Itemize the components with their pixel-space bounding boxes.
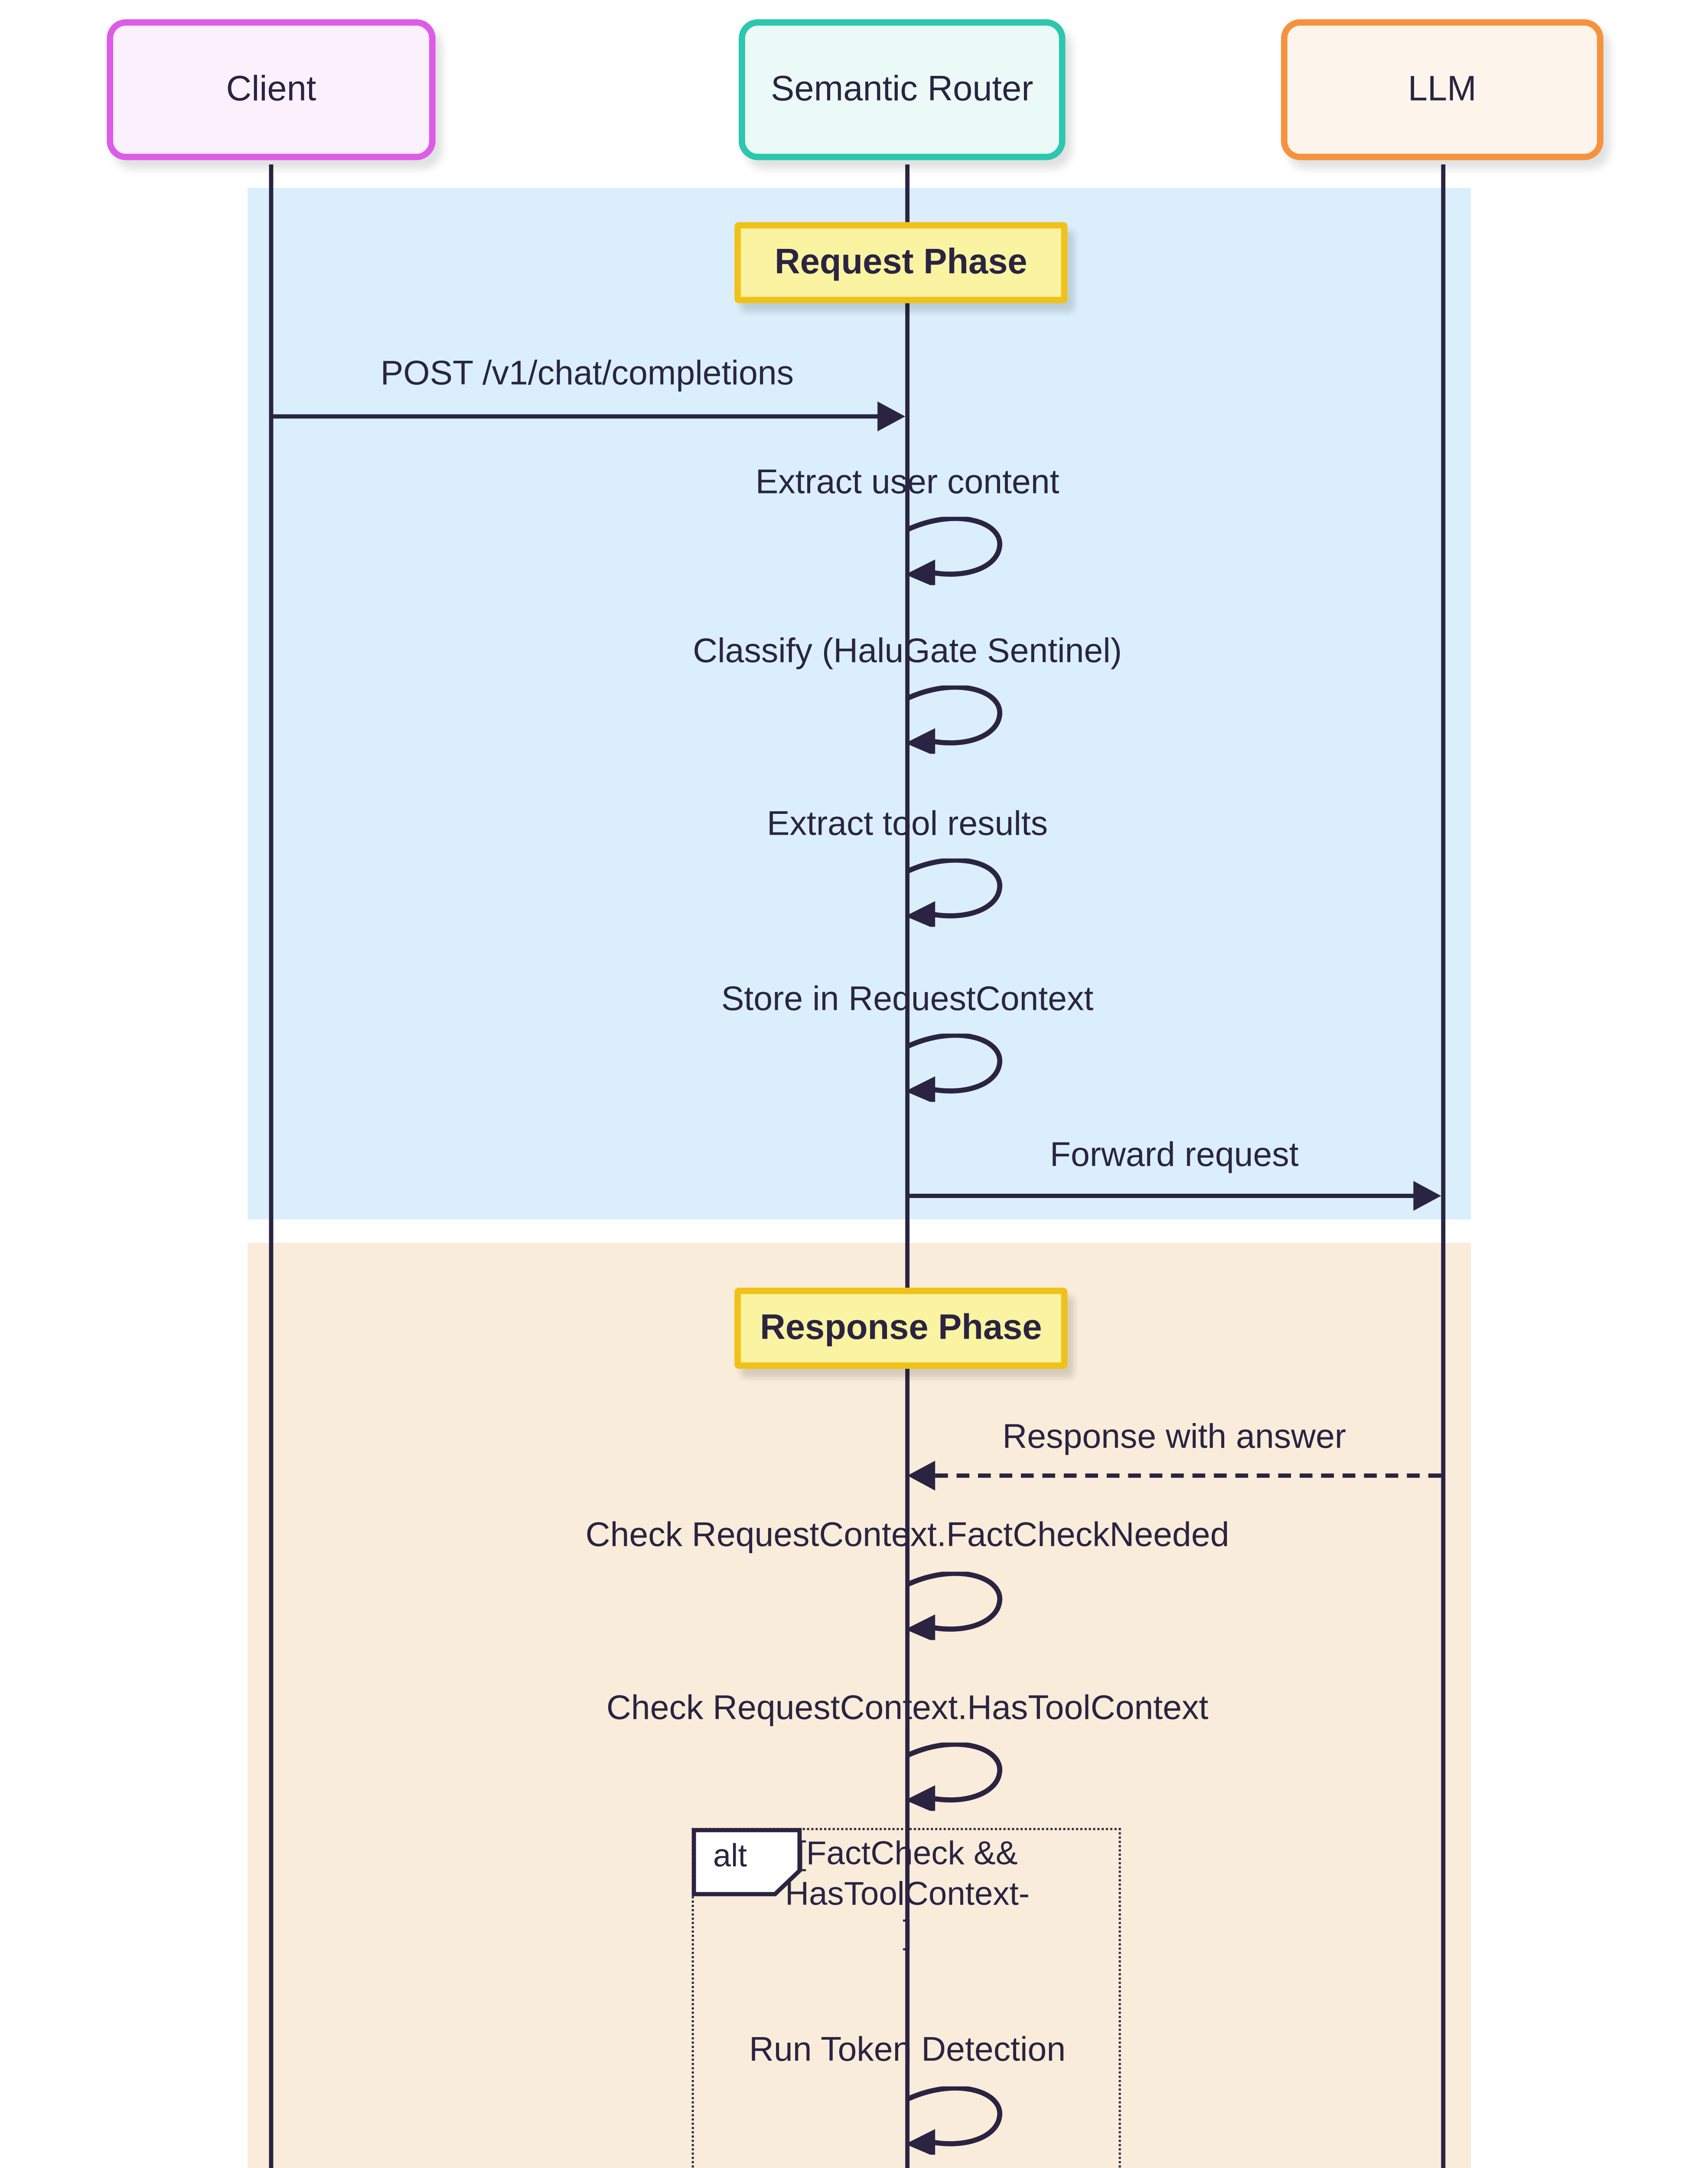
self-loop-icon xyxy=(905,685,1003,754)
message-store-label: Store in RequestContext xyxy=(721,982,1094,1019)
lifeline-llm xyxy=(1441,164,1446,2168)
message-check-hastool-label: Check RequestContext.HasToolContext xyxy=(606,1691,1209,1728)
note-response-phase: Response Phase xyxy=(734,1287,1068,1369)
guard-line: HasToolContext- xyxy=(785,1876,1030,1913)
message-check-factcheck-label: Check RequestContext.FactCheckNeeded xyxy=(585,1518,1229,1555)
participant-label: LLM xyxy=(1408,69,1477,108)
participant-llm-top: LLM xyxy=(1281,19,1604,160)
note-label: Response Phase xyxy=(760,1308,1042,1347)
response-phase-band xyxy=(248,1243,1471,2168)
self-loop-icon xyxy=(905,516,1003,585)
message-forward-label: Forward request xyxy=(1050,1138,1299,1175)
note-label: Request Phase xyxy=(775,242,1027,281)
lifeline-semantic-router xyxy=(905,164,910,2168)
arrowhead-left-icon xyxy=(907,1460,935,1491)
message-extract-tool-label: Extract tool results xyxy=(767,807,1048,844)
self-loop-icon xyxy=(905,2086,1003,2155)
alt-label-shape xyxy=(691,1828,802,1897)
guard-line: [FactCheck && xyxy=(797,1836,1018,1873)
message-response-answer-label: Response with answer xyxy=(1002,1420,1346,1456)
guard-line: ] xyxy=(903,1915,912,1952)
message-classify-label: Classify (HaluGate Sentinel) xyxy=(693,634,1122,671)
self-loop-icon xyxy=(905,1033,1003,1102)
note-request-phase: Request Phase xyxy=(734,222,1068,304)
participant-label: Client xyxy=(226,69,316,108)
request-phase-band xyxy=(248,188,1471,1220)
arrowhead-right-icon xyxy=(877,401,906,431)
alt-frame xyxy=(691,1828,1121,2168)
participant-label: Semantic Router xyxy=(771,69,1033,108)
participant-client-top: Client xyxy=(107,19,436,160)
participant-semantic-router-top: Semantic Router xyxy=(739,19,1066,160)
arrowhead-right-icon xyxy=(1413,1181,1441,1211)
alt-if-guard: [FactCheck && HasToolContext- ] xyxy=(672,1837,1142,1955)
message-forward-line xyxy=(907,1194,1416,1198)
message-post-line xyxy=(269,414,880,419)
self-loop-icon xyxy=(905,858,1003,927)
alt-label: alt xyxy=(713,1838,747,1875)
self-loop-icon xyxy=(905,1742,1003,1811)
message-extract-user-label: Extract user content xyxy=(755,465,1059,502)
message-post-label: POST /v1/chat/completions xyxy=(380,356,794,393)
message-response-answer-line xyxy=(935,1473,1441,1478)
message-run-token-label: Run Token Detection xyxy=(749,2033,1066,2070)
lifeline-client xyxy=(268,164,272,2168)
self-loop-icon xyxy=(905,1571,1003,1640)
